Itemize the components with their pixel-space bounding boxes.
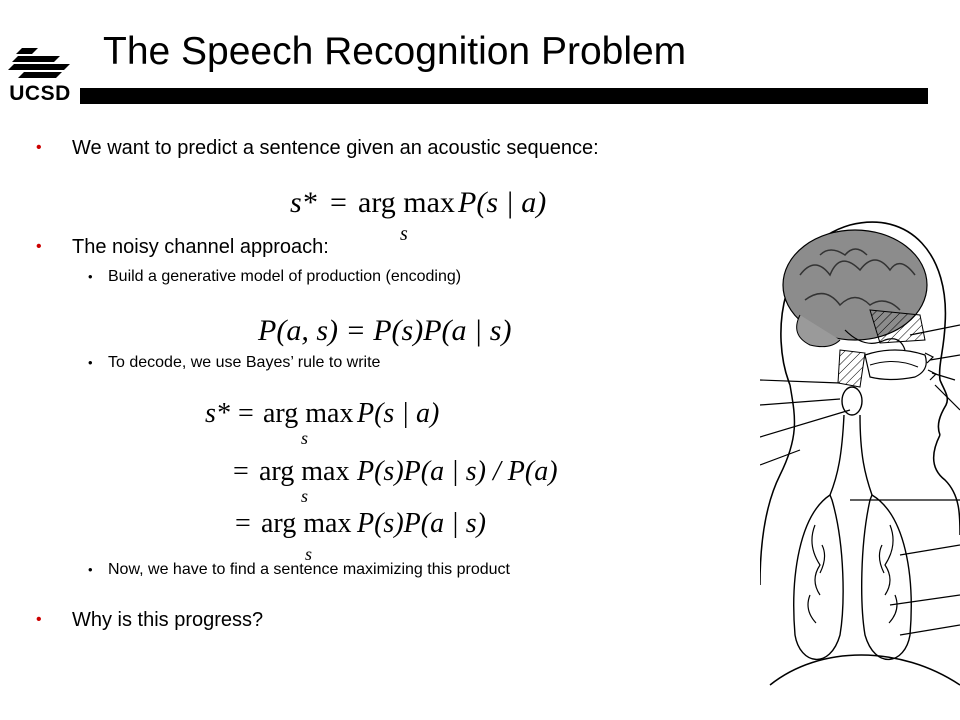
eq3-argmax: arg max <box>259 456 349 487</box>
sub-bullet-bayes: • To decode, we use Bayes’ rule to write <box>88 353 381 373</box>
sub-bullet-text: Build a generative model of production (… <box>108 268 462 285</box>
sub-bullet-generative: • Build a generative model of production… <box>88 267 462 287</box>
bullet-marker: • <box>36 611 42 628</box>
bullet-predict: • We want to predict a sentence given an… <box>36 136 599 160</box>
eq3-rhs: P(s | a) <box>356 398 439 429</box>
eq3-lhs: s* <box>205 398 230 429</box>
eq-op: = <box>330 186 347 219</box>
bullet-text: The noisy channel approach: <box>72 236 329 258</box>
bullet-marker: • <box>36 139 42 156</box>
eq-lhs: s* <box>290 186 317 219</box>
bullet-progress: • Why is this progress? <box>36 608 264 632</box>
eq3-op: = <box>238 398 254 429</box>
eq3-op: = <box>235 508 251 539</box>
title-underline-bar <box>80 88 928 104</box>
equation-bayes-derivation: s* = arg max s P(s | a) = arg max s P(s)… <box>205 398 558 564</box>
eq3-sub: s <box>301 428 308 448</box>
equation-joint: P(a, s) = P(s)P(a | s) <box>257 314 511 347</box>
eq3-sub: s <box>301 486 308 506</box>
sub-bullet-marker: • <box>88 269 93 284</box>
logo-wordmark: UCSD <box>9 82 71 105</box>
eq-rhs: P(s | a) <box>457 186 546 219</box>
vocal-tract-anatomy-illustration <box>760 221 960 686</box>
sub-bullet-text: Now, we have to find a sentence maximizi… <box>108 561 510 578</box>
ucsd-logo-icon <box>8 48 70 78</box>
sub-bullet-maximize: • Now, we have to find a sentence maximi… <box>88 560 510 580</box>
sub-bullet-marker: • <box>88 562 93 577</box>
bullet-marker: • <box>36 238 42 255</box>
sub-bullet-text: To decode, we use Bayes’ rule to write <box>108 354 381 371</box>
sub-bullet-marker: • <box>88 355 93 370</box>
eq3-argmax: arg max <box>263 398 353 429</box>
bullet-text: Why is this progress? <box>72 609 264 631</box>
bullet-noisy-channel: • The noisy channel approach: <box>36 235 329 259</box>
bullet-text: We want to predict a sentence given an a… <box>72 137 599 159</box>
eq3-rhs: P(s)P(a | s) <box>356 508 486 539</box>
eq3-rhs: P(s)P(a | s) / P(a) <box>356 456 558 487</box>
eq3-sub: s <box>305 544 312 564</box>
eq-argmax: arg max <box>358 186 455 219</box>
eq3-argmax: arg max <box>261 508 351 539</box>
eq3-op: = <box>233 456 249 487</box>
eq-joint-text: P(a, s) = P(s)P(a | s) <box>257 314 511 347</box>
eq-sub: s <box>400 223 408 245</box>
equation-argmax: s* = arg max s P(s | a) <box>290 186 546 245</box>
slide-title: The Speech Recognition Problem <box>103 30 687 73</box>
